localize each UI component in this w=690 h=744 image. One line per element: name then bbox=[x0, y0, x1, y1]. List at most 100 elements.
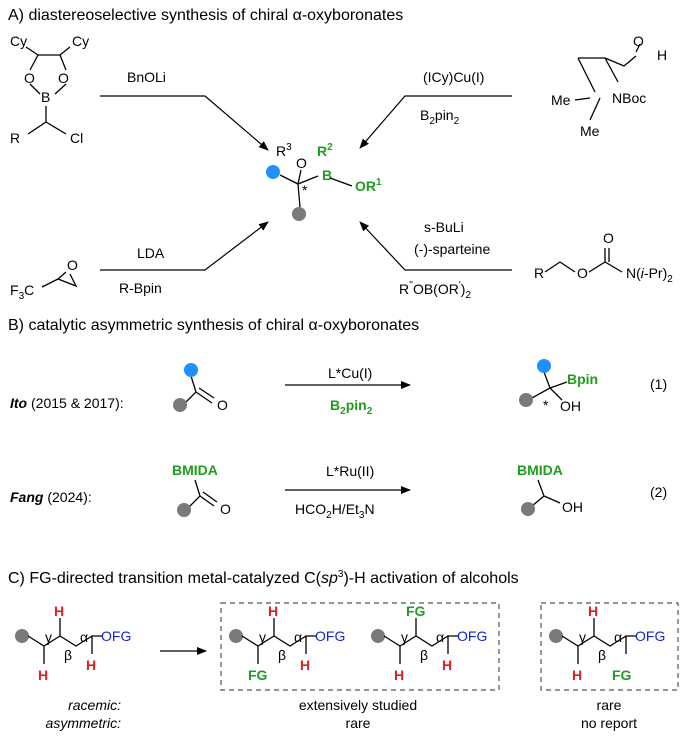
fang-ketone: BMIDA O bbox=[172, 462, 231, 517]
ofg-label: OFG bbox=[635, 628, 665, 644]
substrate-chain: γ β α OFG H H H bbox=[15, 603, 131, 683]
gray-dot bbox=[229, 629, 243, 643]
b-label: B bbox=[41, 89, 50, 105]
cy-label-1: Cy bbox=[10, 33, 27, 49]
bmida-label: BMIDA bbox=[172, 462, 218, 478]
r-label: R bbox=[10, 130, 20, 146]
fang-citation: Fang (2024): bbox=[10, 489, 92, 505]
nboc-label: NBoc bbox=[612, 90, 646, 106]
sm-dioxaborolane: Cy Cy O O B R Cl bbox=[10, 33, 89, 146]
r-label: R bbox=[534, 265, 544, 281]
h-label: H bbox=[657, 47, 667, 63]
ito-product: Bpin OH * bbox=[519, 359, 598, 414]
row-asymmetric: asymmetric: bbox=[46, 715, 122, 731]
me-label-2: Me bbox=[580, 123, 600, 139]
bpin-label: Bpin bbox=[567, 371, 598, 387]
cy-label-2: Cy bbox=[72, 33, 89, 49]
h-label: H bbox=[442, 657, 452, 673]
r3-label: R3 bbox=[276, 142, 292, 159]
section-b-title: B) catalytic asymmetric synthesis of chi… bbox=[8, 317, 419, 334]
o-label: O bbox=[633, 33, 644, 49]
gray-dot bbox=[519, 393, 533, 407]
o-label: O bbox=[67, 257, 78, 273]
sm-cf3-epoxide: F3C O bbox=[10, 257, 78, 302]
gamma-label: γ bbox=[45, 629, 52, 645]
reagent-sbuli: s-BuLi bbox=[424, 219, 464, 235]
eq-number-2: (2) bbox=[650, 484, 667, 500]
alpha-label: α bbox=[614, 629, 622, 645]
stereo-star: * bbox=[302, 182, 308, 198]
section-c-title: C) FG-directed transition metal-catalyze… bbox=[8, 569, 519, 587]
reagent-boronate: R''OB(OR')2 bbox=[399, 280, 471, 301]
arrow-bottom-right bbox=[359, 221, 512, 271]
gray-dot bbox=[15, 629, 29, 643]
arrow-top-left bbox=[100, 95, 269, 151]
f3c-label: F3C bbox=[10, 282, 34, 302]
reagent-icy-cu: (ICy)Cu(I) bbox=[423, 69, 484, 85]
gray-dot bbox=[173, 398, 187, 412]
reagent-cu: L*Cu(I) bbox=[328, 365, 372, 381]
fang-product: BMIDA OH bbox=[517, 462, 583, 516]
fg-label: FG bbox=[406, 603, 426, 619]
reagent-bnoli: BnOLi bbox=[127, 69, 166, 85]
alpha-label: α bbox=[294, 629, 302, 645]
gamma-label: γ bbox=[401, 629, 408, 645]
o-label-2: O bbox=[577, 265, 588, 281]
reagent-b2pin2-a: B2pin2 bbox=[420, 107, 460, 127]
box-extensively-studied bbox=[220, 602, 500, 691]
blue-dot bbox=[184, 363, 198, 377]
h-gamma: H bbox=[38, 667, 48, 683]
oh-label: OH bbox=[562, 499, 583, 515]
mid-racemic: extensively studied bbox=[299, 697, 417, 713]
me-label-1: Me bbox=[551, 92, 571, 108]
oh-label: OH bbox=[560, 398, 581, 414]
r2-label: R2 bbox=[317, 142, 333, 159]
section-a-title: A) diastereoselective synthesis of chira… bbox=[8, 7, 403, 24]
reagent-formic: HCO2H/Et3N bbox=[295, 501, 375, 521]
cl-label: Cl bbox=[70, 130, 83, 146]
alpha-fg-product: γ β α OFG H H FG bbox=[549, 603, 665, 683]
h-alpha: H bbox=[86, 657, 96, 673]
ofg-label: OFG bbox=[457, 628, 487, 644]
alpha-label: α bbox=[436, 629, 444, 645]
reagent-lda: LDA bbox=[137, 245, 165, 261]
gray-dot bbox=[549, 629, 563, 643]
sm-carbamate: R O O N(i-Pr)2 bbox=[534, 230, 673, 285]
reagent-ru: L*Ru(II) bbox=[326, 463, 374, 479]
fg-label: FG bbox=[612, 667, 632, 683]
o-label: O bbox=[220, 501, 231, 517]
center-product: R3 O R2 B OR1 * bbox=[266, 142, 382, 221]
reagent-sparteine: (-)-sparteine bbox=[414, 241, 490, 257]
right-asymmetric: no report bbox=[581, 715, 637, 731]
h-label: H bbox=[588, 603, 598, 619]
bmida-label: BMIDA bbox=[517, 462, 563, 478]
ito-ketone: O bbox=[173, 363, 228, 413]
ito-citation: Ito (2015 & 2017): bbox=[10, 395, 124, 411]
gamma-fg-product: γ β α OFG H FG H bbox=[229, 603, 345, 683]
gamma-label: γ bbox=[259, 629, 266, 645]
arrow-top-right bbox=[359, 95, 512, 149]
h-beta-top: H bbox=[54, 603, 64, 619]
beta-label: β bbox=[278, 647, 286, 663]
gray-dot bbox=[177, 503, 191, 517]
beta-fg-product: γ β α OFG FG H H bbox=[371, 603, 487, 683]
right-racemic: rare bbox=[597, 697, 622, 713]
box-no-report bbox=[540, 602, 679, 691]
h-label: H bbox=[300, 657, 310, 673]
reagent-b2pin2-b: B2pin2 bbox=[330, 397, 373, 417]
sm-pyrrolidine-aldehyde: O H NBoc Me Me bbox=[551, 33, 667, 139]
beta-label: β bbox=[420, 647, 428, 663]
alpha-label: α bbox=[80, 629, 88, 645]
beta-label: β bbox=[598, 647, 606, 663]
beta-label: β bbox=[64, 647, 72, 663]
ofg-label: OFG bbox=[101, 628, 131, 644]
or1-label: OR1 bbox=[355, 177, 382, 194]
gray-dot bbox=[292, 207, 306, 221]
h-label: H bbox=[394, 667, 404, 683]
h-label: H bbox=[268, 603, 278, 619]
arrow-bottom-left bbox=[100, 221, 269, 271]
blue-dot bbox=[266, 165, 280, 179]
o-label-1: O bbox=[603, 230, 614, 246]
gamma-label: γ bbox=[579, 629, 586, 645]
